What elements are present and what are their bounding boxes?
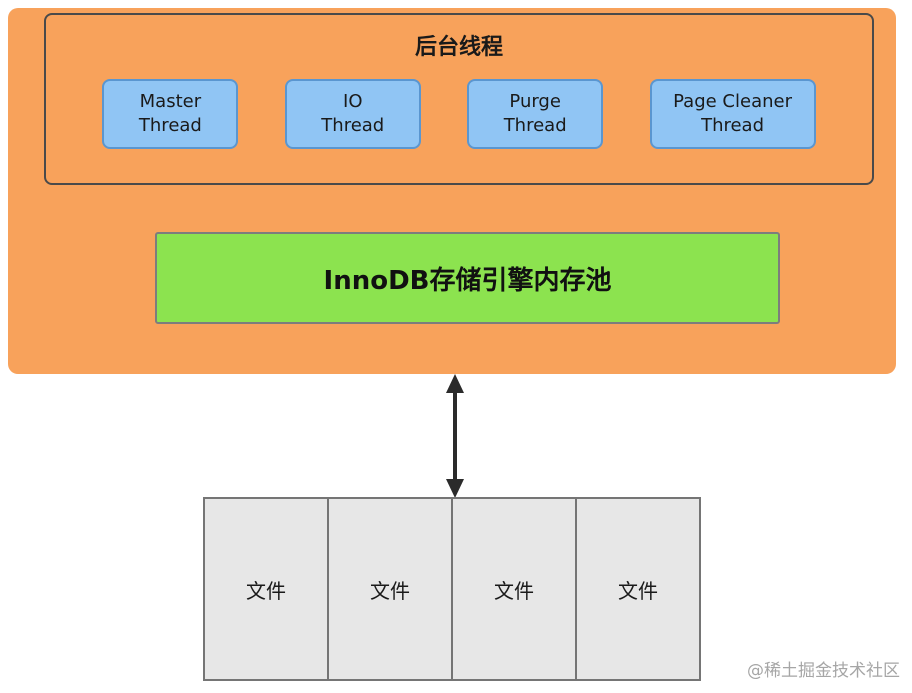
- double-arrow-icon: [446, 374, 464, 498]
- files-table: 文件 文件 文件 文件: [203, 497, 701, 681]
- thread-label-line2: Thread: [701, 115, 765, 136]
- threads-row: Master Thread IO Thread Purge Thread Pag…: [46, 79, 872, 149]
- thread-label-line2: Thread: [321, 115, 385, 136]
- watermark: @稀土掘金技术社区: [747, 661, 900, 681]
- background-threads-group: 后台线程 Master Thread IO Thread Purge Threa…: [44, 13, 874, 185]
- file-cell: 文件: [618, 578, 658, 603]
- thread-label-line2: Thread: [503, 115, 567, 136]
- file-cell: 文件: [205, 499, 329, 679]
- thread-box-io: IO Thread: [284, 79, 421, 149]
- thread-label-line1: Master: [139, 90, 202, 112]
- background-threads-title: 后台线程: [414, 35, 503, 60]
- file-cell: 文件: [329, 499, 453, 679]
- thread-label-line1: IO: [343, 90, 363, 112]
- thread-box-page-cleaner: Page Cleaner Thread: [649, 79, 816, 149]
- thread-box-purge: Purge Thread: [467, 79, 604, 149]
- thread-label-line2: Thread: [138, 115, 202, 136]
- thread-box-master: Master Thread: [102, 79, 239, 149]
- thread-label-line1: Page Cleaner: [673, 90, 792, 112]
- file-cell: 文件: [453, 499, 577, 679]
- thread-label-line1: Purge: [509, 90, 561, 112]
- memory-pool-box: InnoDB存储引擎内存池: [155, 232, 780, 324]
- innodb-engine-container: 后台线程 Master Thread IO Thread Purge Threa…: [8, 8, 896, 374]
